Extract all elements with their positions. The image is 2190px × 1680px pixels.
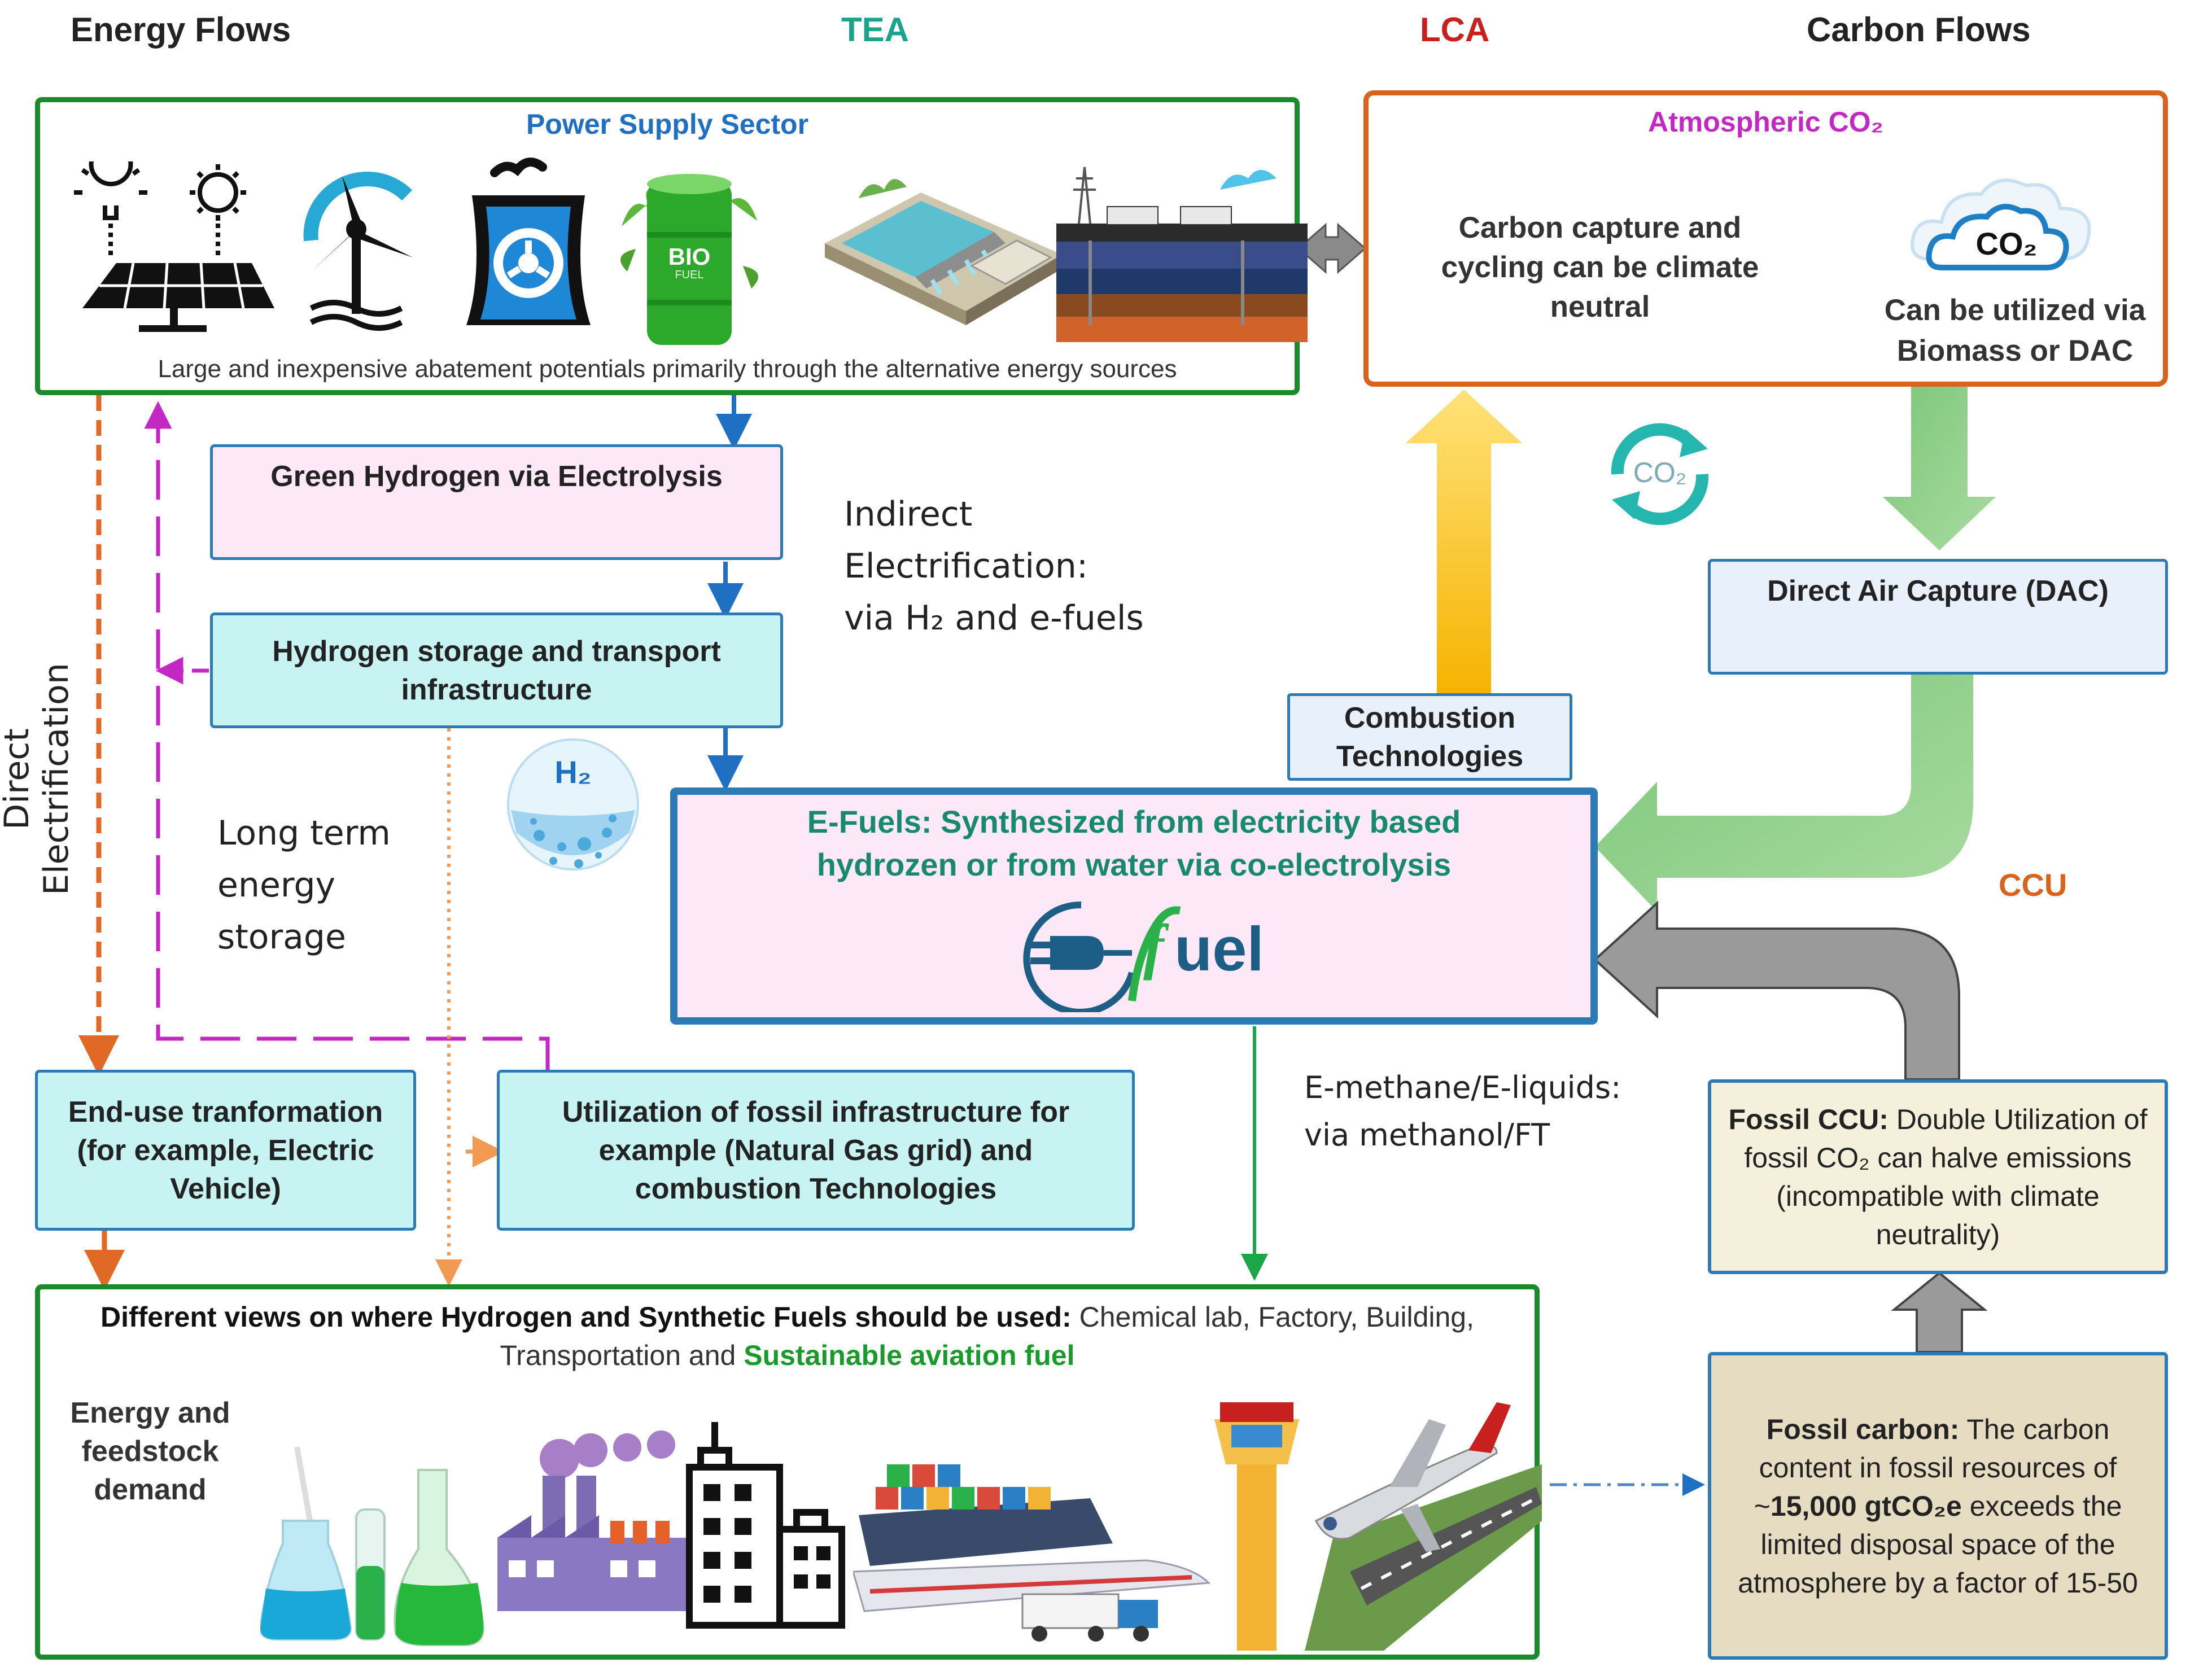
fossil-carbon-amount: 15,000 gtCO₂e [1770, 1490, 1962, 1522]
long-term-line-2: energy [217, 865, 336, 905]
co2-cycle-label: CO₂ [1633, 457, 1687, 488]
dac-box: Direct Air Capture (DAC) [1708, 559, 2168, 675]
demand-plain: Chemical lab, Factory, Building, Transpo… [500, 1301, 1474, 1371]
emethane-line-1: E-methane/E-liquids: [1304, 1070, 1621, 1105]
hydrogen-storage-label: Hydrogen storage and transport infrastru… [272, 635, 721, 706]
header-carbon-flows: Carbon Flows [1807, 11, 2031, 49]
h2-sphere-icon [507, 738, 639, 870]
green-arrow-atmosphere-to-dac [1883, 384, 1996, 550]
power-supply-caption: Large and inexpensive abatement potentia… [158, 355, 1177, 383]
h2-sphere-label: H₂ [554, 754, 592, 790]
hydro-dam-icon [825, 179, 1062, 325]
fossil-ccu-bold: Fossil CCU: [1728, 1103, 1889, 1135]
biofuel-barrel-icon [620, 174, 758, 345]
header-energy-flows: Energy Flows [71, 11, 291, 49]
building-icon [686, 1422, 845, 1629]
green-arrow-dac-to-efuels [1595, 675, 1973, 912]
fossil-infra-label: Utilization of fossil infrastructure for… [562, 1095, 1070, 1205]
ccu-label: CCU [1999, 867, 2067, 903]
wind-turbine-icon [303, 172, 413, 331]
airport-icon [1214, 1402, 1542, 1651]
hydrogen-storage-box: Hydrogen storage and transport infrastru… [210, 613, 783, 728]
geothermal-plant-icon [1056, 167, 1308, 342]
long-term-line-3: storage [217, 917, 346, 957]
power-supply-title: Power Supply Sector [526, 108, 809, 140]
atmospheric-co2-box: Atmospheric CO₂ Carbon capture and cycli… [1363, 90, 2168, 387]
co2-cycle-icon [1611, 423, 1709, 526]
transportation-icon [853, 1464, 1211, 1642]
dac-label: Direct Air Capture (DAC) [1767, 575, 2109, 607]
combustion-box: Combustion Technologies [1287, 693, 1572, 781]
chemical-lab-icon [260, 1446, 485, 1646]
factory-icon [497, 1430, 689, 1611]
end-use-label: End-use tranformation (for example, Elec… [68, 1095, 383, 1205]
header-lca: LCA [1420, 11, 1490, 49]
efuels-title-line-2: hydrozen or from water via co-electrolys… [816, 847, 1452, 882]
double-arrow-power-atmospheric [1297, 222, 1367, 274]
nuclear-plant-icon [466, 158, 591, 325]
indirect-line-1: Indirect [844, 495, 973, 534]
emethane-text: E-methane/E-liquids: via methanol/FT [1304, 1064, 1621, 1159]
arrow-magenta-loop [144, 401, 550, 1070]
fossil-infra-box: Utilization of fossil infrastructure for… [497, 1070, 1135, 1231]
demand-green: Sustainable aviation fuel [744, 1340, 1075, 1371]
demand-side-label: Energy and feedstock demand [70, 1397, 230, 1506]
efuels-box: E-Fuels: Synthesized from electricity ba… [670, 788, 1598, 1025]
atmospheric-right-text: Can be utilized via Biomass or DAC [1884, 294, 2146, 368]
co2-cloud-icon [1911, 178, 2091, 270]
long-term-line-1: Long term [217, 813, 391, 853]
efuels-title: E-Fuels: Synthesized from electricity ba… [677, 800, 1590, 886]
bio-sublabel: FUEL [675, 269, 704, 281]
header-tea: TEA [841, 11, 909, 49]
fossil-carbon-box: Fossil carbon: The carbon content in fos… [1708, 1352, 2168, 1660]
bio-label: BIO [668, 243, 711, 270]
demand-box: Different views on where Hydrogen and Sy… [35, 1284, 1542, 1660]
gray-arrow-fossilccu-to-efuels [1593, 900, 1960, 1080]
power-supply-box: Power Supply Sector [35, 97, 1308, 395]
fossil-carbon-bold: Fossil carbon: [1766, 1413, 1960, 1445]
fossil-carbon-text: Fossil carbon: The carbon content in fos… [1721, 1410, 2156, 1602]
indirect-line-3: via H₂ and e-fuels [844, 598, 1144, 638]
fossil-ccu-text: Fossil CCU: Double Utilization of fossil… [1718, 1100, 2158, 1254]
emethane-line-2: via methanol/FT [1304, 1117, 1550, 1153]
efuels-title-line-1: E-Fuels: Synthesized from electricity ba… [807, 804, 1461, 839]
fossil-carbon-text-2: exceeds the limited disposal space of th… [1738, 1490, 2138, 1599]
direct-electrification-label: Direct Electrification [0, 663, 76, 895]
atmospheric-title: Atmospheric CO₂ [1648, 106, 1883, 138]
fossil-ccu-body: Double Utilization of fossil CO₂ can hal… [1744, 1103, 2148, 1250]
indirect-line-2: Electrification: [844, 546, 1089, 586]
fossil-carbon-text-1: The carbon content in fossil resources o… [1754, 1413, 2117, 1522]
solar-panel-icon [74, 161, 274, 332]
efuel-logo-text: uel [1174, 915, 1264, 984]
yellow-arrow-combustion-to-atmosphere [1406, 390, 1522, 694]
end-use-box: End-use tranformation (for example, Elec… [35, 1070, 416, 1231]
gray-arrow-fossilcarbon-to-ccu [1891, 1271, 1988, 1353]
indirect-electrification-text: Indirect Electrification: via H₂ and e-f… [844, 488, 1144, 644]
long-term-storage-text: Long term energy storage [217, 807, 391, 963]
co2-cloud-label: CO₂ [1975, 226, 2038, 261]
atmospheric-left-text: Carbon capture and cycling can be climat… [1441, 211, 1759, 323]
efuel-logo-f: f [1143, 912, 1164, 981]
efuel-logo-icon [1023, 901, 1181, 1012]
green-hydrogen-box: Green Hydrogen via Electrolysis [210, 444, 783, 560]
demand-bold-lead: Different views on where Hydrogen and Sy… [100, 1301, 1072, 1333]
fossil-ccu-box: Fossil CCU: Double Utilization of fossil… [1708, 1079, 2168, 1274]
demand-header: Different views on where Hydrogen and Sy… [40, 1298, 1535, 1375]
combustion-label: Combustion Technologies [1336, 701, 1524, 773]
green-hydrogen-label: Green Hydrogen via Electrolysis [270, 460, 723, 493]
